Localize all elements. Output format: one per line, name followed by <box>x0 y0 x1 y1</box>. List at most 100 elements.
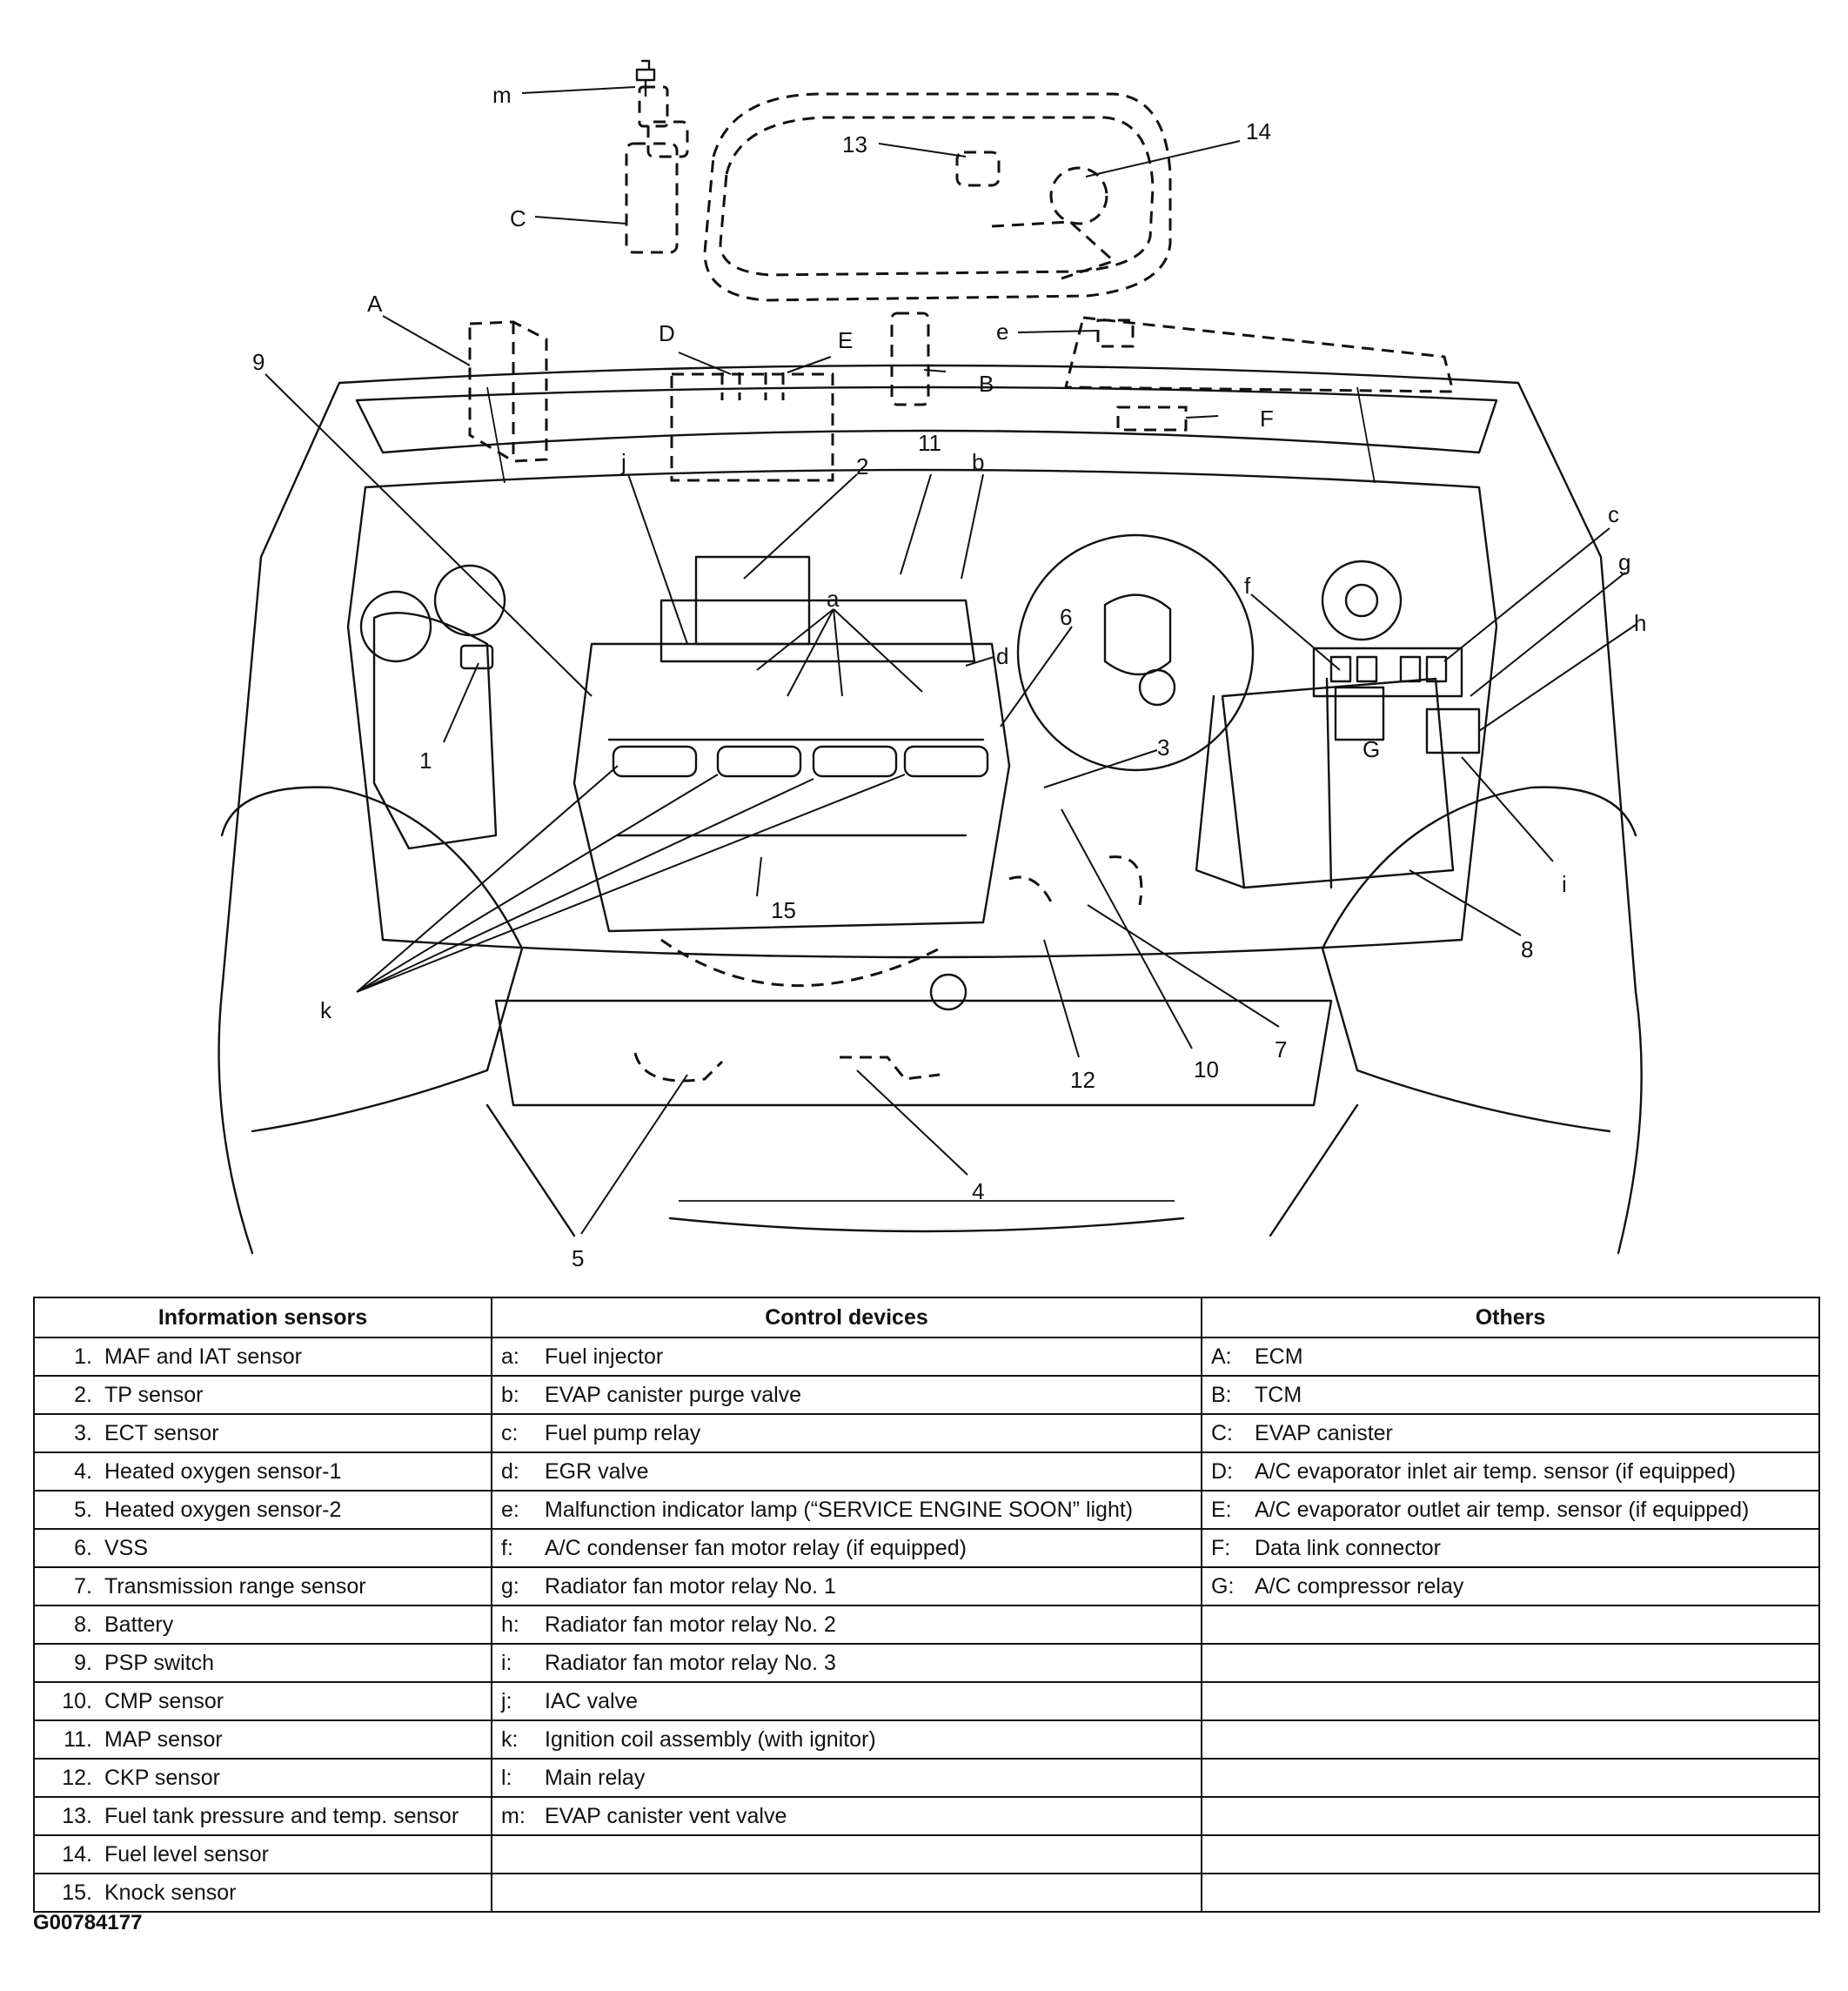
legend-cell-control-devices: i:Radiator fan motor relay No. 3 <box>491 1643 1202 1683</box>
legend-cell-information-sensors: 9.PSP switch <box>33 1643 492 1683</box>
legend-label: TP sensor <box>104 1382 204 1407</box>
table-row: 14.Fuel level sensor <box>33 1834 1820 1874</box>
callout-13: 13 <box>842 131 867 158</box>
right-strut-tower <box>1321 560 1403 641</box>
legend-label: Heated oxygen sensor-2 <box>104 1497 342 1522</box>
legend-label: Fuel tank pressure and temp. sensor <box>104 1803 459 1828</box>
legend-cell-control-devices: f: A/C condenser fan motor relay (if equi… <box>491 1528 1202 1568</box>
callout-h: h <box>1634 610 1646 636</box>
callout-2: 2 <box>856 453 868 479</box>
legend-key: G: <box>1211 1573 1235 1599</box>
legend-label: CMP sensor <box>104 1688 224 1713</box>
legend-key: l: <box>501 1765 512 1790</box>
legend-cell-control-devices: a:Fuel injector <box>491 1337 1202 1377</box>
callout-g: g <box>1618 549 1630 575</box>
legend-key: 8. <box>74 1612 92 1637</box>
legend-label: CKP sensor <box>104 1765 220 1790</box>
legend-label: MAP sensor <box>104 1726 223 1752</box>
legend-key: 14. <box>62 1841 92 1867</box>
legend-cell-information-sensors: 7.Transmission range sensor <box>33 1566 492 1606</box>
legend-key: 11. <box>64 1726 92 1752</box>
legend-key: C: <box>1211 1420 1233 1445</box>
legend-key: j: <box>501 1688 512 1713</box>
legend-cell-information-sensors: 2.TP sensor <box>33 1375 492 1415</box>
leader-lines <box>264 86 1637 1235</box>
callout-11: 11 <box>918 430 941 456</box>
legend-key: a: <box>501 1344 519 1369</box>
legend-label: EVAP canister vent valve <box>545 1803 787 1828</box>
callout-10: 10 <box>1194 1056 1219 1083</box>
legend-key: g: <box>501 1573 519 1599</box>
legend-key: D: <box>1211 1458 1233 1484</box>
brake-booster <box>1016 533 1255 772</box>
legend-key: E: <box>1211 1497 1232 1522</box>
callout-e: e <box>996 318 1008 345</box>
header-others: Others <box>1201 1297 1820 1338</box>
legend-cell-others <box>1201 1681 1820 1721</box>
legend-cell-information-sensors: 12.CKP sensor <box>33 1758 492 1798</box>
fuel-tank-pressure-sensor <box>955 151 1001 187</box>
legend-key: k: <box>501 1726 519 1752</box>
legend-label: A/C condenser fan motor relay (if equipp… <box>545 1535 967 1560</box>
evap-vent-valve <box>635 59 656 97</box>
legend-key: 7. <box>74 1573 92 1599</box>
callout-4: 4 <box>972 1178 984 1204</box>
callout-i: i <box>1562 871 1567 897</box>
legend-key: f: <box>501 1535 513 1560</box>
legend-cell-information-sensors: 6.VSS <box>33 1528 492 1568</box>
table-row: 8. Battery h: Radiator fan motor relay No. … <box>33 1605 1820 1645</box>
legend-key: b: <box>501 1382 519 1407</box>
legend-label: Fuel pump relay <box>545 1420 701 1445</box>
legend-key: 4. <box>74 1458 92 1484</box>
legend-key: 5. <box>74 1497 92 1522</box>
legend-cell-control-devices: g: Radiator fan motor relay No. 1 <box>491 1566 1202 1606</box>
legend-label: ECT sensor <box>104 1420 219 1445</box>
legend-label: Data link connector <box>1255 1535 1442 1560</box>
callout-a: a <box>827 586 840 612</box>
legend-key: 1. <box>74 1344 92 1369</box>
legend-label: IAC valve <box>545 1688 638 1713</box>
legend-label: A/C compressor relay <box>1255 1573 1464 1599</box>
callout-b: b <box>972 449 984 475</box>
callout-8: 8 <box>1521 936 1533 962</box>
legend-cell-information-sensors: 3.ECT sensor <box>33 1413 492 1453</box>
legend-cell-information-sensors: 5. Heated oxygen sensor-2 <box>33 1490 492 1530</box>
legend-label: Battery <box>104 1612 174 1637</box>
legend-key: A: <box>1211 1344 1232 1369</box>
legend-cell-information-sensors: 15. Knock sensor <box>33 1873 492 1913</box>
legend-key: 15. <box>62 1880 92 1905</box>
legend-label: MAF and IAT sensor <box>104 1344 302 1369</box>
figure-id: G00784177 <box>33 1911 143 1934</box>
callout-k: k <box>320 997 332 1023</box>
vehicle-body <box>218 364 1643 1255</box>
tcm-box <box>890 312 930 406</box>
ignition-coils <box>612 745 989 778</box>
table-row: 15. Knock sensor <box>33 1873 1820 1913</box>
legend-label: Radiator fan motor relay No. 1 <box>545 1573 836 1599</box>
legend-cell-information-sensors: 11. MAP sensor <box>33 1720 492 1760</box>
legend-key: d: <box>501 1458 519 1484</box>
legend-cell-others: C:EVAP canister <box>1201 1413 1820 1453</box>
legend-label: Knock sensor <box>104 1880 237 1905</box>
legend-key: h: <box>501 1612 519 1637</box>
fuel-level-sensor <box>991 166 1116 280</box>
table-row: 1. MAF and IAT sensor a:Fuel injector A: ECM <box>33 1337 1820 1377</box>
legend-label: Radiator fan motor relay No. 2 <box>545 1612 836 1637</box>
legend-label: Heated oxygen sensor-1 <box>104 1458 342 1484</box>
legend-cell-control-devices: c:Fuel pump relay <box>491 1413 1202 1453</box>
legend-key: B: <box>1211 1382 1232 1407</box>
legend-key: 13. <box>62 1803 92 1828</box>
legend-label: ECM <box>1255 1344 1303 1369</box>
ckp-cmp-sensors <box>1008 855 1143 906</box>
legend-key: 9. <box>74 1650 92 1675</box>
oxygen-sensors <box>633 1052 941 1083</box>
washer-tank <box>359 564 506 850</box>
legend-cell-information-sensors: 13. Fuel tank pressure and temp. sensor <box>33 1796 492 1836</box>
legend-label: A/C evaporator outlet air temp. sensor (… <box>1255 1497 1750 1522</box>
callout-3: 3 <box>1157 734 1169 761</box>
